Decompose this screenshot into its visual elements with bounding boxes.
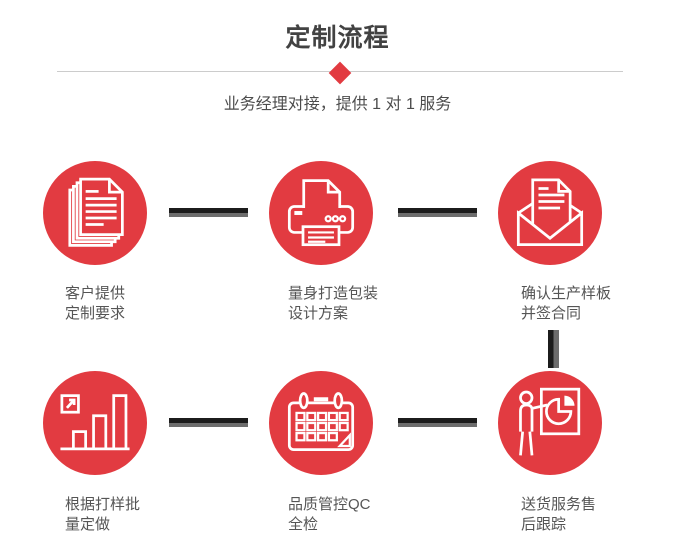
step-circle-customer-requirements: [43, 161, 147, 265]
printer-icon: [287, 179, 355, 247]
step-label-batch-production: 根据打样批 量定做: [65, 495, 140, 535]
step-circle-confirm-sample: [498, 161, 602, 265]
diamond-accent-icon: [328, 61, 352, 85]
bar-chart-icon: [60, 394, 130, 451]
step-label-line: 确认生产样板: [521, 285, 612, 302]
presentation-icon: [519, 387, 581, 456]
connector-bottom-2: [398, 418, 477, 427]
step-label-qc-inspection: 品质管控QC 全检: [288, 495, 371, 535]
connector-vertical: [548, 330, 559, 368]
step-label-line: 量定做: [65, 516, 111, 533]
calendar-icon: [287, 392, 355, 452]
envelope-icon: [516, 178, 584, 247]
step-label-after-sales: 送货服务售 后跟踪: [521, 495, 596, 535]
connector-top-1: [169, 208, 248, 217]
step-label-line: 客户提供: [65, 285, 126, 302]
connector-top-2: [398, 208, 477, 217]
connector-bottom-1: [169, 418, 248, 427]
section-subtitle: 业务经理对接，提供 1 对 1 服务: [223, 96, 452, 113]
step-circle-qc-inspection: [269, 371, 373, 475]
step-label-line: 设计方案: [288, 305, 349, 322]
step-label-packaging-design: 量身打造包装 设计方案: [288, 284, 378, 324]
step-label-line: 送货服务售: [521, 496, 597, 513]
documents-icon: [68, 177, 124, 247]
step-circle-after-sales: [498, 371, 602, 475]
step-circle-batch-production: [43, 371, 147, 475]
step-label-line: 后跟踪: [521, 516, 567, 533]
step-circle-packaging-design: [269, 161, 373, 265]
step-label-line: 根据打样批: [65, 496, 141, 513]
step-label-line: 定制要求: [65, 305, 126, 322]
section-title: 定制流程: [285, 24, 390, 52]
step-label-line: 全检: [288, 516, 319, 533]
step-label-customer-requirements: 客户提供 定制要求: [65, 284, 125, 324]
step-label-line: 品质管控QC: [288, 496, 371, 513]
step-label-line: 并签合同: [521, 305, 582, 322]
step-label-confirm-sample: 确认生产样板 并签合同: [521, 284, 611, 324]
step-label-line: 量身打造包装: [288, 285, 379, 302]
